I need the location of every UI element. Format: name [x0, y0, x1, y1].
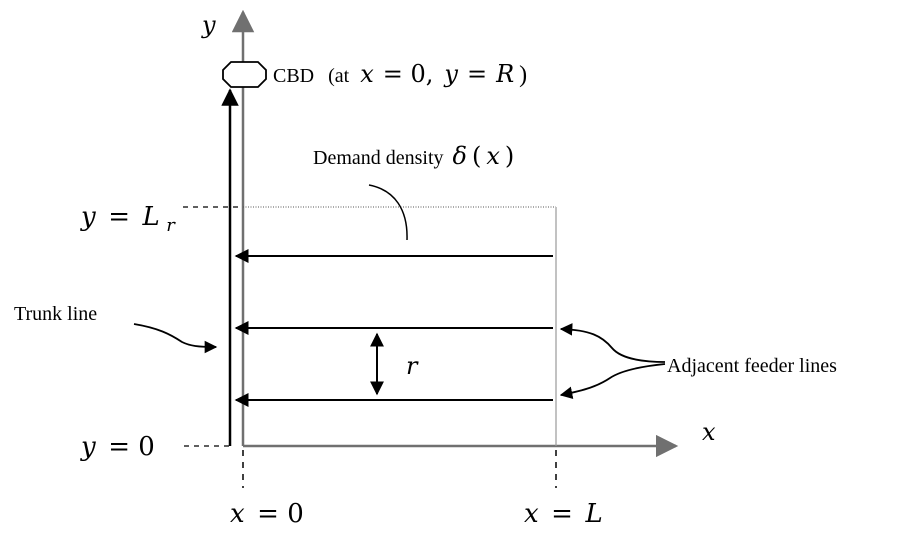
x-l-tick-label: x = L [524, 499, 603, 529]
y-lr-tick-label: y = L r [80, 202, 176, 236]
demand-leader [368, 184, 408, 241]
trunk-leader [133, 323, 218, 354]
feeder-lines-label: Adjacent feeder lines [667, 355, 837, 377]
cbd-node [222, 61, 267, 88]
demand-density-label: Demand density δ ( x ) [313, 142, 514, 170]
feeder-leader-upper [559, 323, 666, 363]
feeder-leader-lower [559, 363, 666, 399]
x-zero-tick-label: x = 0 [230, 499, 304, 529]
y-zero-tick-label: y = 0 [80, 432, 155, 462]
x-axis-label: x [702, 418, 716, 446]
y-axis-label: y [201, 11, 216, 39]
spacing-label: r [406, 352, 419, 380]
cbd-label: CBD (at x = 0, y = R ) [273, 60, 527, 88]
trunk-line-label: Trunk line [14, 303, 97, 325]
